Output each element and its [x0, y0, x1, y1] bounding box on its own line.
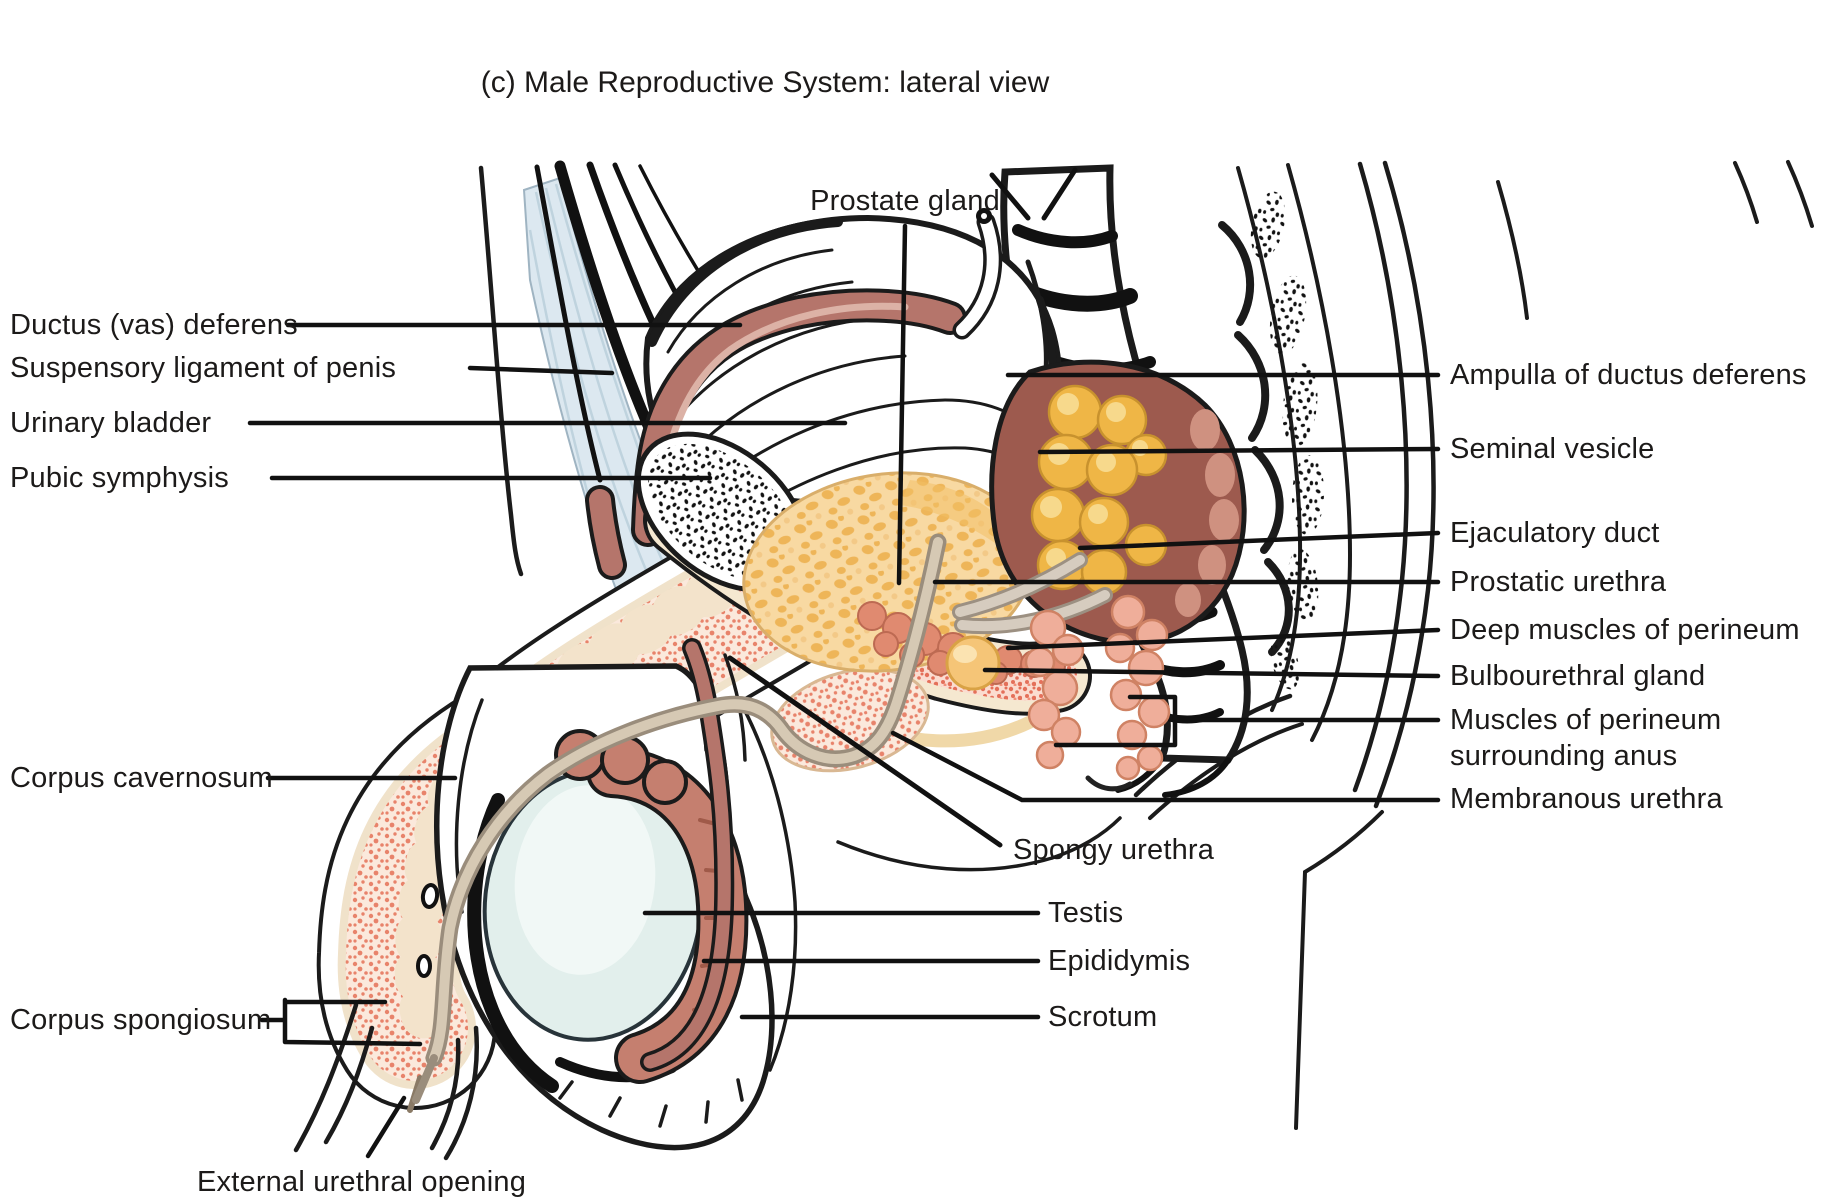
leader-seminal-vesicle: [1037, 446, 1441, 455]
sacral-skin-line: [1496, 180, 1529, 320]
bulbourethral-gland-shape: [945, 635, 1001, 691]
label-epididymis: Epididymis: [1048, 945, 1191, 977]
prepuce-right-outer: [443, 1025, 479, 1161]
label-testis: Testis: [1048, 897, 1124, 929]
label-prostate-gland: Prostate gland: [810, 185, 1000, 217]
back-outline-outer: [1373, 160, 1436, 809]
vertebra-bump-3: [1251, 446, 1284, 554]
vertebra-bump-2: [1234, 331, 1270, 442]
leader-suspensory-ligament: [467, 365, 615, 376]
sacrum: [1218, 163, 1353, 742]
perineum-crease-1: [836, 840, 1054, 872]
anus-taper-right: [1162, 757, 1231, 798]
label-muscles-of-perineum-line2: surrounding anus: [1450, 740, 1678, 772]
anal-sphincter-muscles: [1024, 594, 1171, 781]
seminal-vesicle-highlights: [1040, 393, 1148, 568]
rectum-shading: [1012, 224, 1118, 249]
leader-membranous-urethra: [890, 730, 1441, 803]
label-corpus-spongiosum: Corpus spongiosum: [10, 1004, 272, 1036]
label-prostatic-urethra: Prostatic urethra: [1450, 566, 1667, 598]
leader-ejaculatory-duct: [1077, 530, 1441, 551]
anus-opening: [1085, 775, 1133, 792]
leader-bulbourethral: [982, 667, 1441, 679]
back-outline-inner: [1352, 161, 1409, 793]
ampulla-rim-blobs: [1175, 409, 1239, 617]
leader-deep-muscles: [1005, 627, 1441, 651]
perineum-crease-2: [1050, 816, 1122, 860]
label-suspensory-ligament: Suspensory ligament of penis: [10, 352, 397, 384]
urethra: [412, 533, 947, 1104]
sacrum-marrow-speckles: [1250, 191, 1325, 690]
leader-lines: [247, 223, 1441, 1159]
label-corpus-cavernosum: Corpus cavernosum: [10, 762, 273, 794]
figure-title: (c) Male Reproductive System: lateral vi…: [480, 66, 1050, 99]
label-ampulla: Ampulla of ductus deferens: [1450, 359, 1807, 391]
sacrum-band-outer: [1286, 163, 1353, 742]
label-ductus-vas-deferens: Ductus (vas) deferens: [10, 309, 298, 341]
testis-shape: [467, 768, 704, 1093]
abdomen-front-line: [478, 165, 524, 577]
vertebra-bump-1: [1218, 221, 1255, 326]
label-external-urethral-opening: External urethral opening: [197, 1166, 527, 1198]
label-pubic-symphysis: Pubic symphysis: [10, 462, 229, 494]
label-muscles-of-perineum-line1: Muscles of perineum: [1450, 704, 1722, 736]
label-scrotum: Scrotum: [1048, 1001, 1158, 1033]
ureter: [952, 208, 1003, 340]
inner-thigh-crease: [740, 703, 798, 1072]
leader-prostate-gland: [896, 223, 908, 586]
label-spongy-urethra: Spongy urethra: [1013, 834, 1215, 866]
label-bulbourethral-gland: Bulbourethral gland: [1450, 660, 1706, 692]
label-ejaculatory-duct: Ejaculatory duct: [1450, 517, 1660, 549]
label-urinary-bladder: Urinary bladder: [10, 407, 212, 439]
label-seminal-vesicle: Seminal vesicle: [1450, 433, 1655, 465]
label-deep-muscles: Deep muscles of perineum: [1450, 614, 1800, 646]
leader-corpus-spongiosum: [259, 997, 423, 1047]
skin-mark-2: [1786, 160, 1814, 228]
skin-mark-1: [1733, 161, 1759, 224]
thigh-front-line: [1294, 810, 1384, 1130]
label-membranous-urethra: Membranous urethra: [1450, 783, 1723, 815]
abdominal-muscle-5: [534, 164, 603, 483]
prepuce-left-outer: [293, 1002, 359, 1153]
leader-external-urethral-opening: [365, 1095, 407, 1159]
prepuce-right-inner: [429, 1037, 461, 1151]
leader-muscles-of-perineum: [1053, 694, 1441, 748]
leader-spongy-urethra: [727, 655, 1003, 848]
ductus-inguinal: [589, 489, 623, 576]
